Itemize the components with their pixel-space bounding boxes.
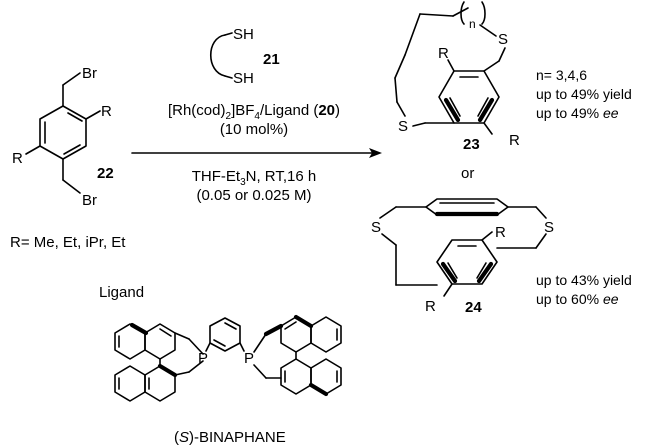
product24-s-right: S (544, 219, 554, 236)
solvent-conditions: THF-Et3N, RT,16 h (192, 168, 316, 188)
substrate-22-structure (25, 72, 101, 194)
concentration-label: (0.05 or 0.025 M) (196, 187, 311, 204)
ligand-p-right: P (244, 350, 254, 367)
substrate-r-left: R (12, 150, 23, 167)
product24-compound-number: 24 (465, 299, 482, 316)
catalyst-loading: (10 mol%) (220, 121, 288, 138)
substrate-br-top: Br (82, 65, 97, 82)
catalyst-label: [Rh(cod)2]BF4/Ligand (20) (168, 102, 340, 122)
product23-n-label: n (469, 17, 476, 31)
dithiol-compound-number: 21 (263, 51, 280, 68)
product23-ee: up to 49% ee (536, 105, 619, 121)
ligand-p-left: P (198, 350, 208, 367)
dithiol-21-chain (210, 34, 226, 77)
substrate-r-groups: R= Me, Et, iPr, Et (10, 234, 126, 251)
reaction-arrow (131, 148, 382, 158)
substrate-compound-number: 22 (97, 165, 114, 182)
product-24-structure (379, 198, 547, 297)
ligand-heading: Ligand (99, 284, 144, 301)
product23-s-left: S (398, 118, 408, 135)
substrate-br-bottom: Br (82, 192, 97, 209)
product24-ee: up to 60% ee (536, 291, 619, 307)
product24-s-left: S (371, 219, 381, 236)
dithiol-sh-top: SH (233, 26, 254, 43)
binaphane-structure (114, 314, 342, 402)
product-23-structure (394, 1, 506, 135)
product24-r-bottom: R (425, 298, 436, 315)
product23-yield: up to 49% yield (536, 86, 632, 102)
dithiol-sh-bottom: SH (233, 70, 254, 87)
product23-n-values: n= 3,4,6 (536, 67, 587, 83)
product23-r-bottom: R (509, 132, 520, 149)
product23-r-top: R (438, 45, 449, 62)
product24-r-top: R (495, 224, 506, 241)
substrate-r-right: R (101, 103, 112, 120)
product23-compound-number: 23 (463, 136, 480, 153)
or-label: or (461, 165, 474, 182)
ligand-name: (S)-BINAPHANE (174, 429, 286, 446)
product24-yield: up to 43% yield (536, 272, 632, 288)
product23-s-top: S (498, 31, 508, 48)
